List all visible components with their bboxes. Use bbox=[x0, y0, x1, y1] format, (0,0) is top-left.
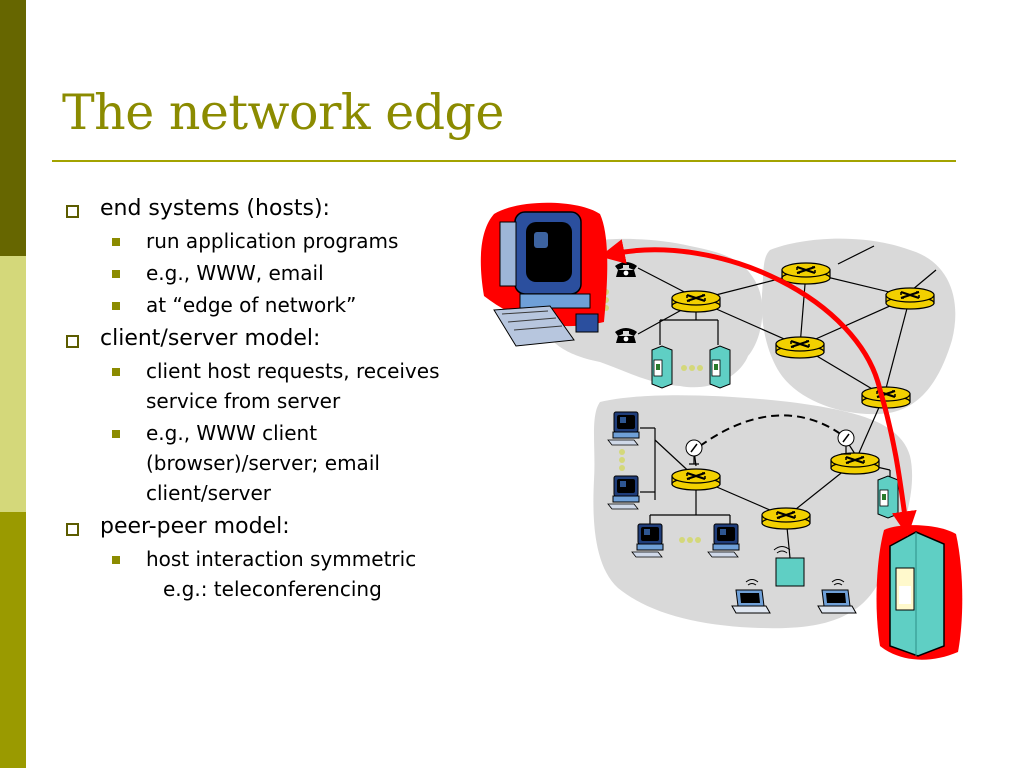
sub-bullet-symmetric: host interaction symmetric bbox=[112, 544, 506, 574]
router-icon bbox=[774, 335, 826, 360]
server-icon bbox=[651, 345, 673, 389]
highlighted-host bbox=[480, 202, 608, 347]
router-icon bbox=[670, 289, 722, 314]
server-icon bbox=[709, 345, 731, 389]
bullet-client-server: client/server model: bbox=[66, 324, 506, 354]
title-underline bbox=[52, 160, 956, 162]
sub-bullet-continuation: e.g.: teleconferencing bbox=[163, 577, 382, 601]
sub-bullet-run-apps: run application programs bbox=[112, 226, 506, 256]
bullet-end-systems: end systems (hosts): bbox=[66, 194, 506, 224]
highlighted-server bbox=[876, 525, 963, 660]
sidebar-block-middle bbox=[0, 256, 26, 512]
bullet-list: end systems (hosts): run application pro… bbox=[66, 188, 506, 604]
router-icon bbox=[829, 451, 881, 476]
bullet-peer-peer: peer-peer model: bbox=[66, 512, 506, 542]
sidebar-block-top bbox=[0, 0, 26, 256]
sidebar-block-bottom bbox=[0, 512, 26, 768]
router-icon bbox=[760, 506, 812, 531]
router-icon bbox=[780, 261, 832, 286]
wireless-access-point-icon bbox=[773, 546, 805, 587]
slide-title: The network edge bbox=[62, 84, 504, 141]
sub-bullet-www-client: e.g., WWW client (browser)/server; email… bbox=[112, 418, 446, 508]
sidebar-stripe bbox=[0, 0, 26, 768]
sub-bullet-client-requests: client host requests, receives service f… bbox=[112, 356, 446, 416]
sub-bullet-www-email: e.g., WWW, email bbox=[112, 258, 506, 288]
network-diagram bbox=[480, 202, 963, 660]
router-icon bbox=[670, 467, 722, 492]
client-server-arrow bbox=[599, 239, 917, 537]
router-icon bbox=[884, 286, 936, 311]
server-icon bbox=[877, 475, 899, 519]
sub-bullet-edge: at “edge of network” bbox=[112, 290, 506, 320]
